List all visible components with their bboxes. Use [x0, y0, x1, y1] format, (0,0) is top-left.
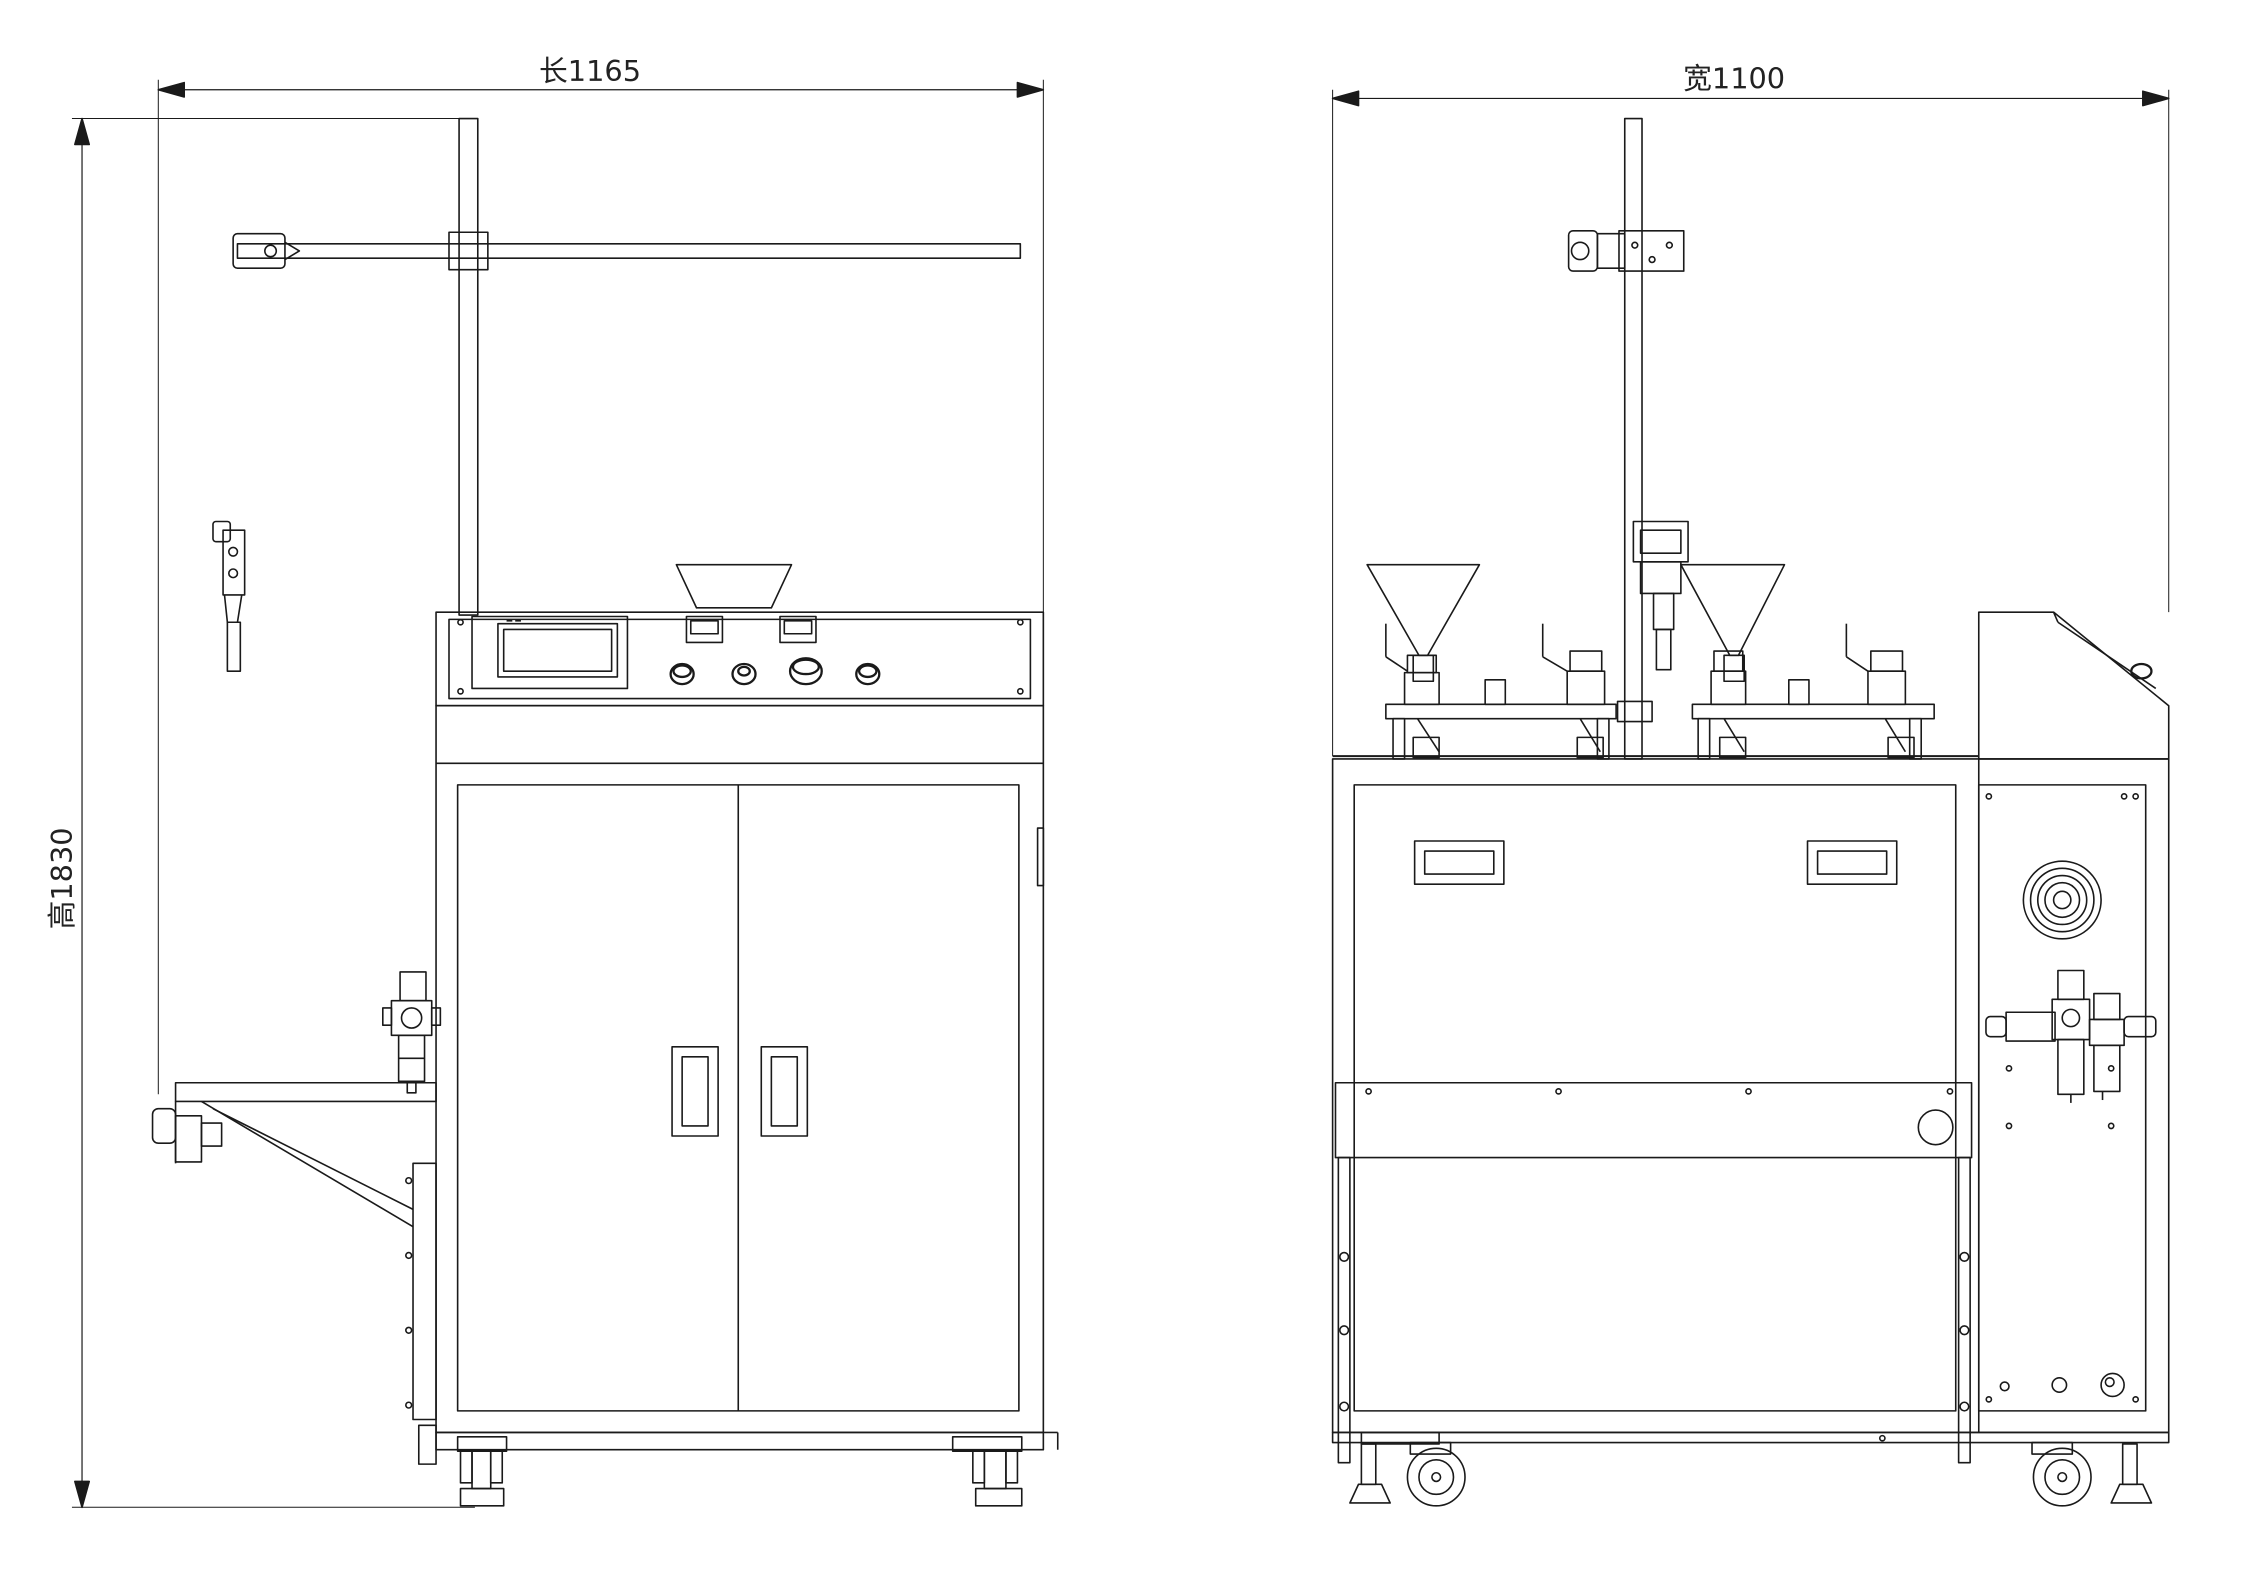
leveling-foot-icon	[1350, 1444, 2152, 1503]
filter-regulator-icon	[1986, 971, 2156, 1103]
dimension-length: 长1165	[158, 54, 1043, 1094]
right-view	[1333, 119, 2169, 1506]
push-button-icon	[669, 662, 881, 686]
dimension-width: 宽1100	[1333, 61, 2169, 756]
dispensing-gun-icon	[1633, 522, 1688, 670]
horizontal-rail	[1335, 1083, 1971, 1158]
top-platform	[1333, 704, 1979, 759]
filter-regulator-icon	[383, 972, 441, 1093]
left-view	[153, 119, 1058, 1506]
side-shelf-bracket	[153, 1083, 437, 1420]
vertical-mast	[1569, 119, 1684, 759]
connector-icon	[2000, 1373, 2124, 1396]
dimension-height: 高1830	[45, 119, 475, 1508]
caster-wheel-icon	[1407, 1443, 2091, 1506]
control-box-housing	[1979, 612, 2169, 759]
emergency-stop-icon	[788, 657, 823, 686]
leveling-foot-icon	[458, 1437, 1022, 1506]
overhead-boom-frame	[233, 119, 1020, 615]
dispensing-gun-icon	[213, 522, 245, 672]
dispensing-valve-icon	[1386, 624, 1906, 705]
hopper-icon	[1367, 565, 1784, 682]
cabinet-body	[419, 706, 1058, 1464]
cooling-fan-icon	[2023, 794, 2126, 939]
temperature-controller-icon	[686, 616, 816, 642]
touch-screen-icon	[498, 621, 617, 677]
front-cabinet-body	[1333, 759, 2169, 1433]
length-dimension-label: 长1165	[539, 54, 641, 88]
frame-post	[1333, 1158, 2169, 1463]
hopper-icon	[676, 565, 791, 608]
control-panel	[436, 612, 1043, 706]
width-dimension-label: 宽1100	[1683, 61, 1785, 95]
height-dimension-label: 高1830	[45, 827, 79, 929]
